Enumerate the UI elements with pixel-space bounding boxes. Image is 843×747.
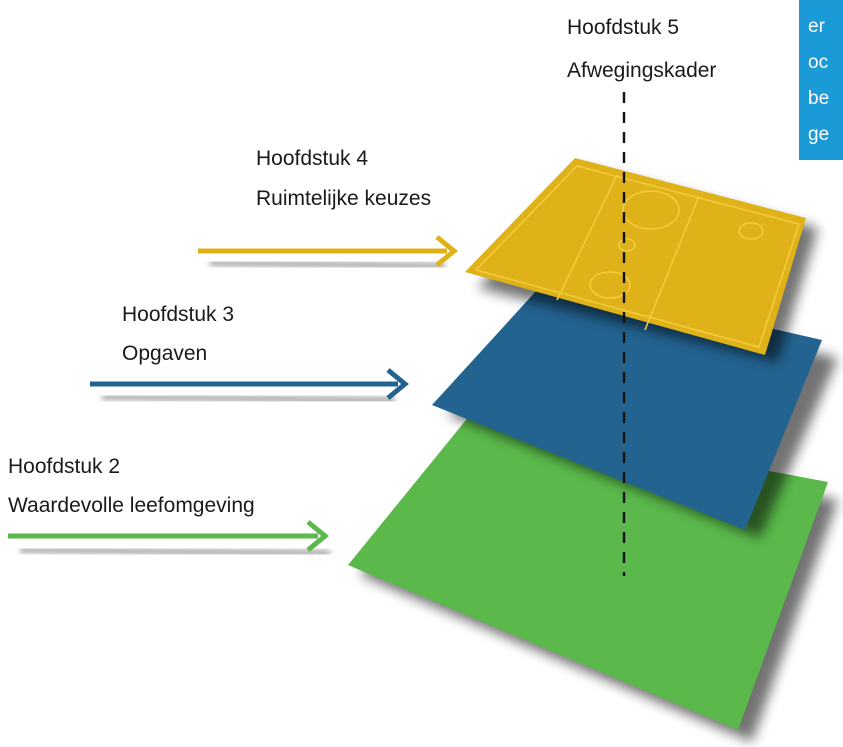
yellow-layer-circle-small-right <box>738 222 764 240</box>
arrow-chapter-2 <box>8 520 331 556</box>
note-line-3: be <box>808 88 829 109</box>
label-chapter-2-title: Hoofdstuk 2 <box>8 455 120 478</box>
arrow-chapter-2-head <box>306 520 329 552</box>
note-line-4: ge <box>808 124 829 145</box>
arrow-chapter-3 <box>90 368 409 403</box>
arrow-chapter-2-shadow <box>19 547 331 556</box>
label-chapter-3-title: Hoofdstuk 3 <box>122 303 234 326</box>
label-chapter-5-subtitle: Afwegingskader <box>567 59 716 82</box>
label-chapter-4: Hoofdstuk 4 Ruimtelijke keuzes <box>256 147 431 210</box>
label-chapter-2: Hoofdstuk 2 Waardevolle leefomgeving <box>8 455 255 517</box>
yellow-layer-circle-large <box>622 190 680 230</box>
label-chapter-4-subtitle: Ruimtelijke keuzes <box>256 187 431 210</box>
yellow-layer-outlines <box>474 165 801 348</box>
arrow-chapter-4 <box>198 235 458 269</box>
yellow-layer-inner-border <box>474 165 801 348</box>
yellow-layer <box>465 158 818 362</box>
arrow-chapter-3-shadow <box>101 394 396 403</box>
note-box-background <box>799 0 843 160</box>
label-chapter-3-subtitle: Opgaven <box>122 342 207 365</box>
label-chapter-5-title: Hoofdstuk 5 <box>567 16 679 39</box>
label-chapter-4-title: Hoofdstuk 4 <box>256 147 368 170</box>
yellow-layer-plane <box>465 158 806 355</box>
arrow-chapter-3-head <box>386 368 409 400</box>
label-chapter-5: Hoofdstuk 5 Afwegingskader <box>567 16 716 82</box>
yellow-layer-circle-medium <box>589 271 631 299</box>
label-chapter-2-subtitle: Waardevolle leefomgeving <box>8 494 255 517</box>
note-line-2: oc <box>808 52 828 73</box>
label-chapter-3: Hoofdstuk 3 Opgaven <box>122 303 234 365</box>
yellow-layer-divider-left <box>556 174 618 301</box>
arrow-chapter-4-head <box>435 235 458 267</box>
yellow-layer-circle-small-top <box>618 238 636 252</box>
yellow-layer-divider-right <box>644 195 700 331</box>
note-box: er oc be ge <box>799 0 843 160</box>
note-line-1: er <box>808 16 826 37</box>
arrow-chapter-4-shadow <box>209 260 446 269</box>
